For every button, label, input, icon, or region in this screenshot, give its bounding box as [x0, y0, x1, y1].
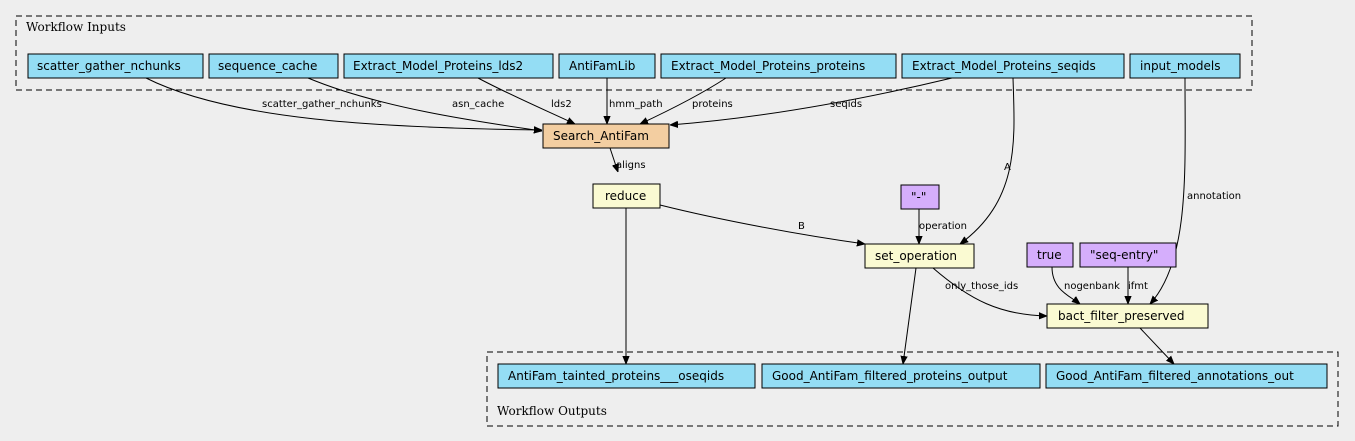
svg-text:true: true	[1037, 248, 1062, 262]
svg-text:sequence_cache: sequence_cache	[218, 59, 317, 73]
edge-label-a: A	[1004, 162, 1011, 173]
edge-label-nogenbank: nogenbank	[1064, 281, 1120, 292]
edge-label-hmm-path: hmm_path	[609, 99, 663, 110]
edge-a	[960, 77, 1015, 244]
node-const-seq-entry[interactable]: "seq-entry"	[1079, 242, 1177, 268]
edge-label-lds2: lds2	[551, 99, 572, 110]
node-const-true[interactable]: true	[1026, 242, 1074, 268]
edge-label-seqids: seqids	[830, 99, 862, 110]
edge-label-asn-cache: asn_cache	[452, 99, 504, 110]
node-const-dash[interactable]: "-"	[900, 184, 940, 210]
workflow-outputs-cluster	[486, 351, 1339, 427]
svg-text:"seq-entry": "seq-entry"	[1090, 248, 1158, 262]
edge-label-operation: operation	[919, 221, 967, 232]
svg-text:bact_filter_preserved: bact_filter_preserved	[1058, 309, 1185, 323]
edge-scatter-gather-nchunks	[145, 77, 542, 130]
svg-text:Search_AntiFam: Search_AntiFam	[553, 129, 649, 143]
edge-label-scatter-gather-nchunks: scatter_gather_nchunks	[262, 99, 382, 110]
svg-text:Good_AntiFam_filtered_annotati: Good_AntiFam_filtered_annotations_out	[1056, 369, 1294, 383]
svg-text:Extract_Model_Proteins_lds2: Extract_Model_Proteins_lds2	[353, 59, 523, 73]
node-input-models[interactable]: input_models	[1129, 53, 1241, 79]
edge-label-ifmt: ifmt	[1128, 281, 1148, 292]
node-reduce[interactable]: reduce	[592, 183, 661, 209]
edge-label-aligns: aligns	[616, 160, 646, 171]
node-good-antifam-filtered-proteins-output[interactable]: Good_AntiFam_filtered_proteins_output	[761, 363, 1041, 389]
edge-label-annotation: annotation	[1187, 191, 1241, 202]
edge-label-b: B	[798, 221, 805, 232]
node-extract-model-proteins-proteins[interactable]: Extract_Model_Proteins_proteins	[660, 53, 897, 79]
node-antifam-tainted-proteins-oseqids[interactable]: AntiFam_tainted_proteins___oseqids	[497, 363, 756, 389]
svg-text:Good_AntiFam_filtered_proteins: Good_AntiFam_filtered_proteins_output	[772, 369, 1008, 383]
edge-proteins	[640, 77, 727, 124]
svg-text:Extract_Model_Proteins_seqids: Extract_Model_Proteins_seqids	[912, 59, 1096, 73]
node-extract-model-proteins-lds2[interactable]: Extract_Model_Proteins_lds2	[343, 53, 554, 79]
svg-text:AntiFamLib: AntiFamLib	[569, 59, 635, 73]
svg-text:reduce: reduce	[605, 189, 646, 203]
node-set-operation[interactable]: set_operation	[864, 243, 975, 269]
node-scatter-gather-nchunks[interactable]: scatter_gather_nchunks	[27, 53, 204, 79]
edge-annotation	[1150, 77, 1186, 304]
svg-text:AntiFam_tainted_proteins___ose: AntiFam_tainted_proteins___oseqids	[508, 369, 724, 383]
svg-text:input_models: input_models	[1140, 59, 1220, 73]
node-sequence-cache[interactable]: sequence_cache	[208, 53, 339, 79]
svg-text:"-": "-"	[911, 190, 926, 204]
node-extract-model-proteins-seqids[interactable]: Extract_Model_Proteins_seqids	[901, 53, 1125, 79]
node-antifamlib[interactable]: AntiFamLib	[558, 53, 656, 79]
edge-seqids	[670, 77, 953, 125]
edge-aligns	[609, 147, 618, 172]
workflow-inputs-label: Workflow Inputs	[26, 20, 126, 34]
svg-text:set_operation: set_operation	[875, 249, 957, 263]
node-bact-filter-preserved[interactable]: bact_filter_preserved	[1046, 303, 1209, 329]
svg-text:Extract_Model_Proteins_protein: Extract_Model_Proteins_proteins	[671, 59, 865, 73]
node-good-antifam-filtered-annotations-out[interactable]: Good_AntiFam_filtered_annotations_out	[1045, 363, 1328, 389]
edge-label-proteins: proteins	[692, 99, 733, 110]
edge-nogenbank	[1051, 266, 1080, 304]
edge-bact-filter-to-good-annotations	[1139, 327, 1174, 364]
edge-label-only-those-ids: only_those_ids	[945, 281, 1018, 292]
svg-text:scatter_gather_nchunks: scatter_gather_nchunks	[37, 59, 181, 73]
edge-b	[659, 204, 865, 244]
edge-asn-cache	[307, 77, 542, 131]
edge-only-those-ids	[932, 267, 1047, 316]
edges: scatter_gather_nchunks asn_cache lds2 hm…	[145, 77, 1241, 364]
node-search-antifam[interactable]: Search_AntiFam	[542, 123, 670, 149]
workflow-inputs-cluster	[15, 15, 1253, 91]
edge-lds2	[477, 77, 575, 124]
workflow-outputs-label: Workflow Outputs	[497, 404, 607, 418]
edge-set-operation-to-good-proteins	[903, 267, 917, 364]
